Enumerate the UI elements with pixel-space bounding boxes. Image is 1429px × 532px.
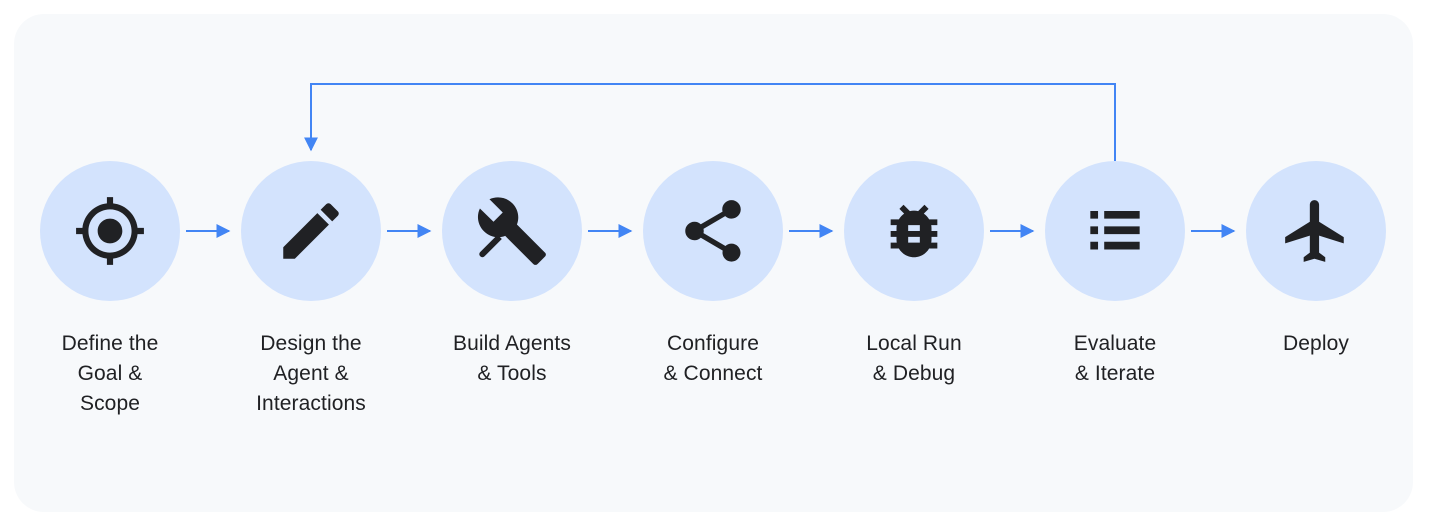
step-define-bubble[interactable] (40, 161, 180, 301)
step-evaluate-label: Evaluate & Iterate (1073, 332, 1157, 385)
tools-icon (475, 194, 549, 268)
step-evaluate-bubble[interactable] (1045, 161, 1185, 301)
target-icon (73, 194, 147, 268)
feedback-loop-arrow (304, 83, 1116, 161)
pencil-icon (274, 194, 348, 268)
step-deploy[interactable]: Deploy (1216, 161, 1416, 359)
step-deploy-bubble[interactable] (1246, 161, 1386, 301)
step-evaluate[interactable]: Evaluate & Iterate (1015, 161, 1215, 389)
step-design[interactable]: Design the Agent & Interactions (211, 161, 411, 419)
step-configure-label: Configure & Connect (663, 332, 763, 385)
step-configure-bubble[interactable] (643, 161, 783, 301)
step-localrun-bubble[interactable] (844, 161, 984, 301)
step-build-label: Build Agents & Tools (453, 332, 571, 385)
bug-icon (879, 196, 949, 266)
list-icon (1078, 194, 1152, 268)
step-deploy-label: Deploy (1283, 332, 1349, 355)
step-build[interactable]: Build Agents & Tools (412, 161, 612, 389)
step-design-label: Design the Agent & Interactions (256, 332, 366, 415)
airplane-icon (1279, 194, 1353, 268)
share-icon (676, 194, 750, 268)
step-design-bubble[interactable] (241, 161, 381, 301)
step-localrun[interactable]: Local Run & Debug (814, 161, 1014, 389)
step-configure[interactable]: Configure & Connect (613, 161, 813, 389)
step-define[interactable]: Define the Goal & Scope (10, 161, 210, 419)
step-build-bubble[interactable] (442, 161, 582, 301)
step-define-label: Define the Goal & Scope (61, 332, 159, 415)
step-localrun-label: Local Run & Debug (866, 332, 962, 385)
